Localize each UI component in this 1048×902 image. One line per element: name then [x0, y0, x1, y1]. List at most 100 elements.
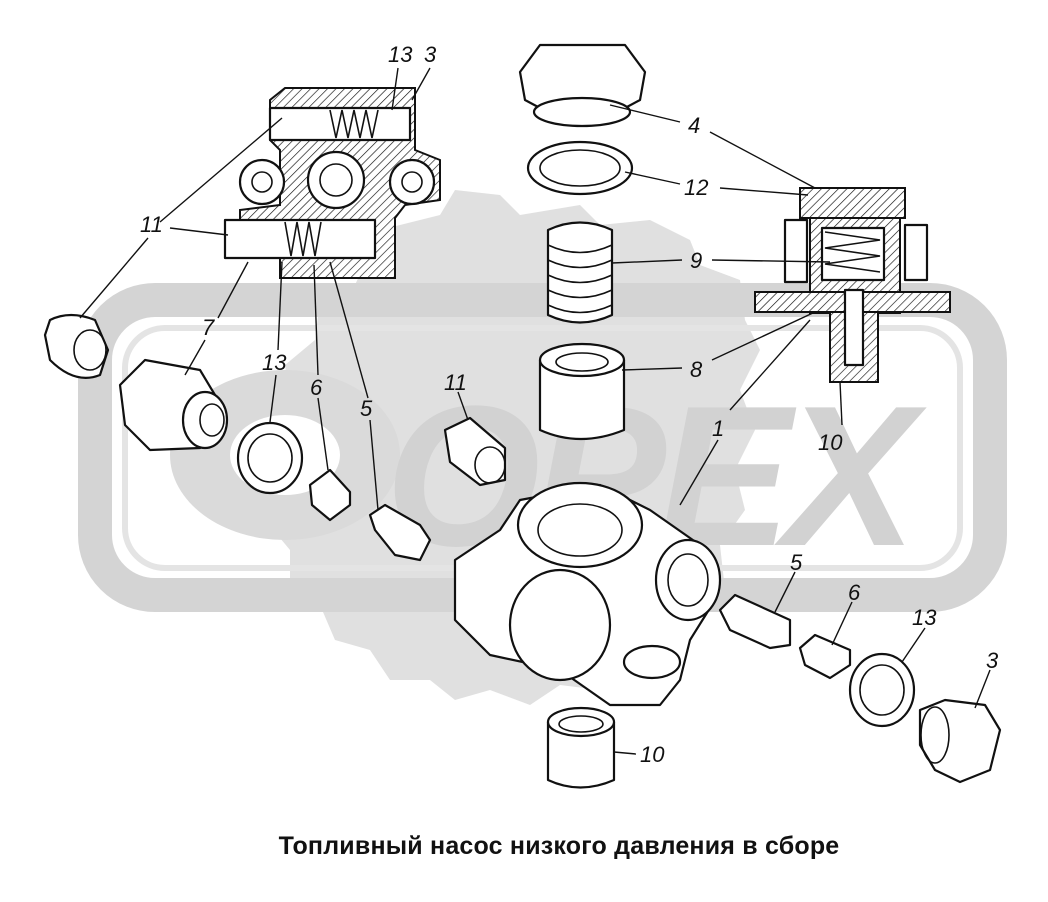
label-11-left: 11: [140, 212, 163, 237]
part-labels: 13 3 4 12 11 9 7 13 6 8 11 5 1 10 5 6 13…: [140, 42, 999, 767]
left-port-center-inner: [319, 163, 353, 197]
part-6-filter-right: [798, 633, 852, 680]
leader-10a: [839, 381, 843, 426]
part-7-fitting-end: [199, 403, 225, 437]
leader-6a2: [317, 397, 329, 471]
right-loose-parts: [546, 593, 1002, 789]
label-10-right: 10: [818, 430, 843, 455]
left-valve-assembly: [223, 87, 441, 279]
label-13-right: 13: [912, 605, 937, 630]
label-7: 7: [202, 315, 215, 340]
left-upper-spring: [329, 109, 379, 139]
leader-4b: [709, 131, 816, 189]
part-10-sleeve: [546, 720, 616, 789]
part-5-valve-left: [368, 503, 432, 562]
left-port-right: [388, 158, 436, 206]
part-4-plug: [518, 43, 647, 110]
leader-9a: [611, 259, 683, 264]
part-1-body-top-port: [516, 481, 644, 569]
left-upper-valve: [268, 106, 412, 142]
part-3-plug-right: [918, 698, 1002, 784]
leader-11a-2: [169, 227, 229, 236]
leader-10b: [613, 751, 637, 755]
leader-13a: [391, 67, 399, 111]
label-4: 4: [688, 113, 700, 138]
left-port-right-inner: [401, 171, 423, 193]
label-12: 12: [684, 175, 708, 200]
part-5-valve-right: [718, 593, 792, 650]
label-9: 9: [690, 248, 702, 273]
leader-8b: [711, 311, 816, 361]
part-11-bushing-left-face: [73, 329, 107, 371]
part-1-body-cylinder: [508, 568, 612, 682]
label-13-top: 13: [388, 42, 413, 67]
right-valve-assembly: [754, 187, 951, 383]
label-3-right: 3: [986, 648, 999, 673]
part-1-body: [453, 481, 722, 707]
label-1: 1: [712, 416, 724, 441]
left-port-left-inner: [251, 171, 273, 193]
leader-1a: [679, 439, 719, 506]
part-12-seal-inner: [539, 149, 621, 187]
right-valve-side-left: [783, 218, 809, 284]
part-6-filter-left: [308, 468, 352, 522]
label-6-right: 6: [848, 580, 861, 605]
part-11-bushing-center: [443, 416, 507, 487]
right-valve-piston: [843, 288, 865, 367]
leader-5a2: [369, 419, 379, 511]
leader-4a: [609, 104, 681, 123]
leader-11a-3: [79, 237, 149, 319]
leader-13c: [901, 627, 926, 663]
leader-7b: [184, 339, 206, 376]
leader-5a: [329, 261, 369, 399]
label-5-left: 5: [360, 396, 373, 421]
left-port-left: [238, 158, 286, 206]
part-9-spring: [546, 221, 614, 324]
diagram-caption: Топливный насос низкого давления в сборе: [278, 832, 840, 860]
label-8: 8: [690, 357, 703, 382]
part-1-body-side-port-inner: [667, 553, 709, 607]
part-1-body-top-port-inner: [537, 503, 623, 557]
part-9-spring-coils: [547, 244, 613, 314]
left-loose-parts: [43, 313, 507, 562]
leader-6a: [313, 264, 319, 376]
left-port-center: [306, 150, 366, 210]
right-valve-cap: [799, 187, 906, 219]
right-valve-spring: [824, 231, 881, 273]
leader-5b: [774, 571, 796, 613]
left-lower-spring: [284, 221, 322, 257]
leader-11a-1: [159, 117, 283, 223]
part-4-plug-base: [532, 96, 632, 128]
leader-12b: [719, 187, 809, 196]
label-5-right: 5: [790, 550, 803, 575]
leader-8a: [621, 367, 683, 371]
leader-13b: [277, 261, 283, 351]
leader-13b2: [269, 374, 277, 423]
label-3-top: 3: [424, 42, 437, 67]
part-13-washer-right-inner: [859, 664, 905, 716]
part-13-washer-left-inner: [247, 433, 293, 483]
part-1-body-lug: [622, 644, 682, 680]
part-8-cup-top-inner: [555, 352, 609, 372]
part-8-cup: [538, 358, 626, 441]
part-1-body-side-port: [654, 538, 722, 622]
label-11-center: 11: [444, 370, 467, 395]
label-10-bottom: 10: [640, 742, 665, 767]
part-11-bushing-center-face: [474, 446, 506, 484]
part-3-plug-right-thread: [920, 706, 950, 764]
part-10-sleeve-top-inner: [558, 715, 604, 733]
center-stack: [518, 43, 647, 441]
part-7-fitting-thread: [181, 390, 229, 450]
leader-11b: [457, 391, 469, 421]
leader-9b: [711, 259, 831, 263]
leader-6b: [831, 601, 853, 646]
leader-12a: [624, 171, 681, 185]
leader-3b: [974, 669, 991, 709]
leader-lines: [79, 67, 991, 755]
label-6-left: 6: [310, 375, 323, 400]
label-13-left: 13: [262, 350, 287, 375]
leader-1b: [729, 319, 811, 411]
right-valve-side-right: [903, 223, 929, 282]
leader-3a: [411, 67, 431, 101]
